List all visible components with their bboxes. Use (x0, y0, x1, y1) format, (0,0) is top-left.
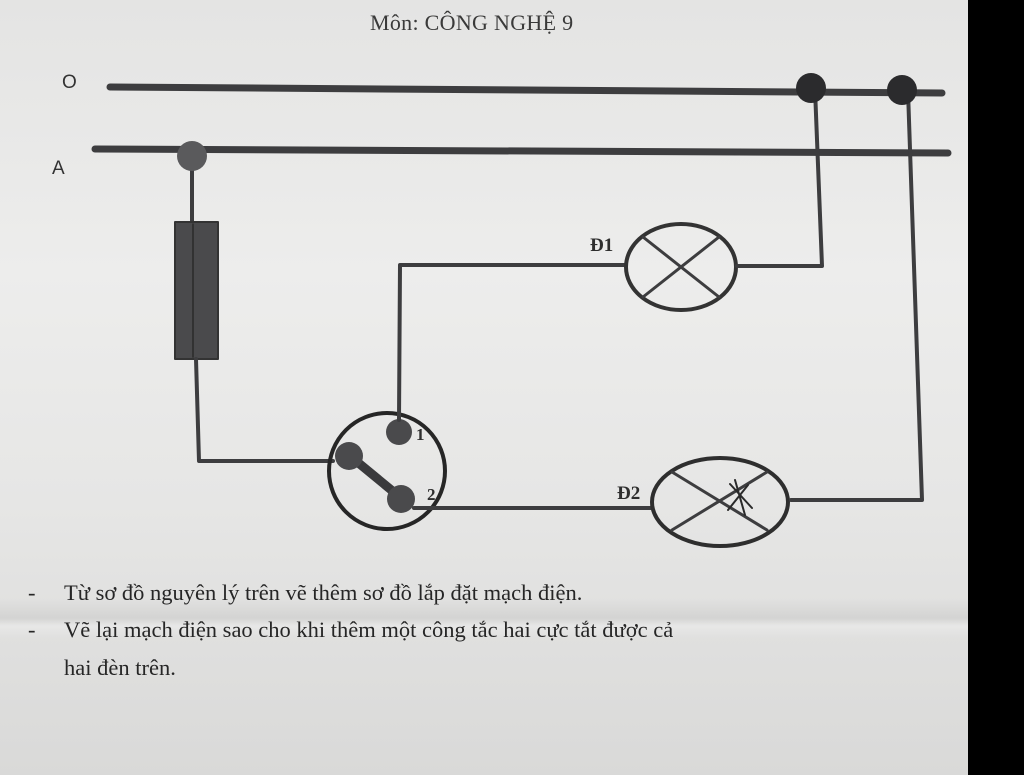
instruction-2: - Vẽ lại mạch điện sao cho khi thêm một c… (28, 617, 673, 643)
instruction-1-bullet: - (28, 580, 36, 605)
wire-switch-to-d1 (397, 263, 628, 422)
lamp-d1-label: Đ1 (590, 235, 613, 256)
instruction-2-continuation: hai đèn trên. (64, 655, 176, 680)
rail-label-a: A (52, 158, 65, 179)
page-header: Môn: CÔNG NGHỆ 9 (370, 10, 574, 35)
wire-fuse-to-switch (194, 357, 335, 463)
lamp-d2-label: Đ2 (617, 483, 640, 504)
fuse (174, 221, 219, 360)
instruction-1-text: Từ sơ đồ nguyên lý trên vẽ thêm sơ đồ lắ… (64, 580, 583, 605)
instruction-2-text: Vẽ lại mạch điện sao cho khi thêm một cô… (64, 617, 674, 642)
switch-body (327, 411, 447, 531)
rail-label-o: O (62, 72, 77, 93)
circuit-diagram: Đ1 Đ2 1 2 (91, 73, 952, 548)
terminal-1-label: 1 (416, 425, 425, 444)
switch-pivot (335, 442, 363, 470)
paper-sheet (0, 0, 968, 775)
wire-d2-to-rail-o (789, 89, 924, 502)
instruction-2-bullet: - (28, 617, 36, 642)
switch-terminal-2 (387, 485, 415, 513)
paper-fold (0, 598, 968, 638)
terminal-2-label: 2 (427, 485, 436, 504)
node-o-d1 (796, 73, 826, 103)
lamp-d2 (650, 456, 790, 548)
rail-a (91, 145, 952, 157)
instruction-1: - Từ sơ đồ nguyên lý trên vẽ thêm sơ đồ l… (28, 580, 582, 606)
node-o-d2 (887, 75, 917, 105)
wire-d1-to-rail-o (735, 87, 824, 268)
node-a-fuse (177, 141, 207, 171)
switch-terminal-1 (386, 419, 412, 445)
